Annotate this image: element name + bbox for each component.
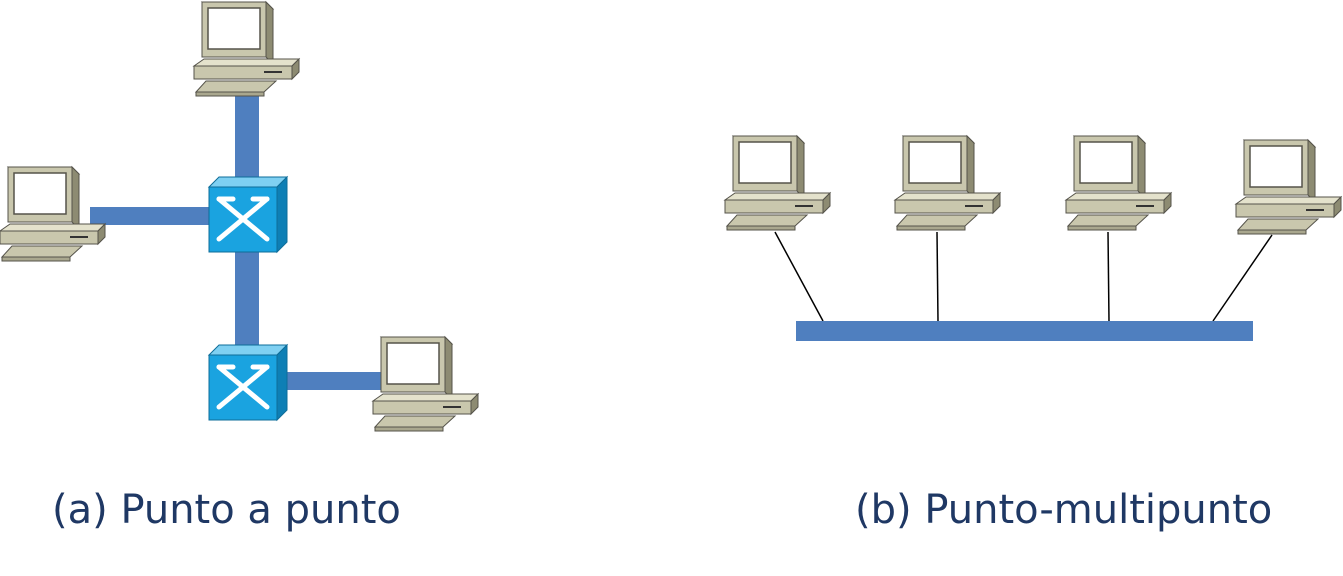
drop-line-1 [774, 231, 824, 322]
bus-computer-4-icon [1235, 139, 1342, 235]
bus-computer-1-icon [724, 135, 831, 231]
computer-left-icon [0, 166, 106, 262]
computer-bottom-right-icon [372, 336, 479, 432]
multipoint-drops [774, 231, 1273, 322]
link-left [90, 207, 212, 225]
switch-upper-icon [209, 177, 287, 252]
computer-top-icon [193, 1, 300, 97]
switch-lower-icon [209, 345, 287, 420]
link-middle [235, 248, 259, 348]
link-right [282, 372, 388, 390]
shared-bus [796, 321, 1253, 341]
caption-point-to-multipoint: (b) Punto-multipunto [855, 487, 1273, 533]
caption-point-to-point: (a) Punto a punto [52, 487, 401, 533]
link-top [235, 90, 259, 185]
point-to-point-links [90, 90, 388, 390]
bus-computer-3-icon [1065, 135, 1172, 231]
bus-computer-2-icon [894, 135, 1001, 231]
drop-line-3 [1107, 231, 1110, 322]
drop-line-4 [1212, 234, 1273, 322]
drop-line-2 [936, 231, 939, 322]
